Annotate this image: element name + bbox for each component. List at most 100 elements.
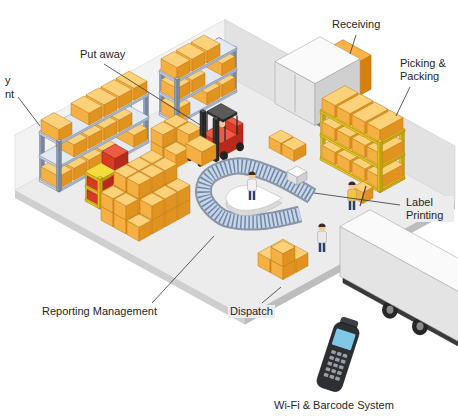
hand-truck [360,186,366,206]
cardboard-box [140,193,164,220]
storage-rack [320,86,405,193]
cardboard-box [71,96,102,125]
leader-line [18,97,40,126]
worker-hair [318,223,325,227]
box-stack [269,130,306,161]
box-face [41,113,72,130]
box-face [275,37,360,84]
cardboard-box [151,122,175,148]
box-face [213,117,219,120]
truck-trailer [340,210,458,375]
scanner-key [329,355,334,360]
box-face [378,141,380,192]
box-face [207,104,237,121]
leader-line [262,287,281,303]
truck-hub [387,306,394,314]
rack-shelf [39,106,149,169]
scanner-key [337,352,342,357]
box-face [98,178,100,209]
scanner-key [331,350,336,355]
worker-leg [253,190,256,200]
storage-rack [39,71,149,192]
rack-post [378,140,383,193]
leader-lines [18,35,410,303]
worker-leg [323,242,326,252]
box-face [378,140,383,143]
callout-label: Receiving [330,18,382,31]
box-face [340,210,458,325]
worker-head [348,182,355,189]
scanner-key [340,359,345,364]
conveyor-rollers [203,166,312,222]
box-stack [258,239,308,279]
callout-label: Wi-Fi & Barcode System [272,399,396,412]
box-face [98,176,103,179]
worker-head [248,172,255,179]
trailer-door-line [295,75,296,113]
cardboard-box [41,113,72,142]
worker-hair [348,181,355,185]
cardboard-box [161,52,190,80]
box-face [287,166,307,177]
warehouse-scene [15,20,458,394]
box-face [57,139,62,142]
box-face [59,141,61,192]
cardboard-box [114,193,138,220]
label-printer [287,166,307,185]
worker-leg [353,200,356,210]
callout-label: Put away [78,48,127,61]
scanner-key [337,371,342,376]
leader-line [396,87,410,116]
scanner-key [335,376,340,381]
rack-post [57,139,62,192]
scanner-key [333,363,338,368]
scanner-body [315,321,361,394]
scanner-key [323,373,328,378]
forklift-cage-post [206,112,207,131]
scanner-key [339,365,344,370]
callout-label: Reporting Management [40,305,159,318]
worker-hair [248,171,255,175]
cardboard-box [367,110,403,142]
scanner-key [325,367,330,372]
worker-head [318,224,325,231]
scanner-key [331,369,336,374]
box-face [200,110,206,113]
worker-body [348,189,357,201]
leader-line [350,35,356,54]
callout-label: Label Printing [404,196,454,222]
cardboard-box [186,136,216,167]
leader-line [104,64,205,128]
scanner-key [329,374,334,379]
box-face [57,141,59,192]
worker-leg [349,200,352,210]
worker-body [248,179,257,191]
scanner-key [342,353,347,358]
callout-label: Dispatch [228,305,275,318]
box-face [127,172,151,185]
box-face [380,141,382,192]
box-face [39,106,149,167]
box-face [175,77,180,80]
conveyor-belt [203,166,312,222]
cardboard-box [127,214,151,241]
scanner-key [335,357,340,362]
box-face [271,241,295,254]
box-face [161,52,190,68]
forklift-cage-post [236,116,237,135]
worker-body [318,231,327,243]
box-face [177,122,201,135]
callout-label: nt [3,88,16,101]
worker-figure [348,181,357,210]
cardboard-box [282,137,306,161]
cardboard-box [271,241,295,267]
box-face [282,137,306,150]
conveyor-frame [203,166,312,222]
conveyor [203,166,312,222]
scanner-key [327,361,332,366]
worker-figure [318,223,327,252]
box-face [102,144,128,158]
box-face [151,122,175,135]
box-stack [101,150,190,241]
